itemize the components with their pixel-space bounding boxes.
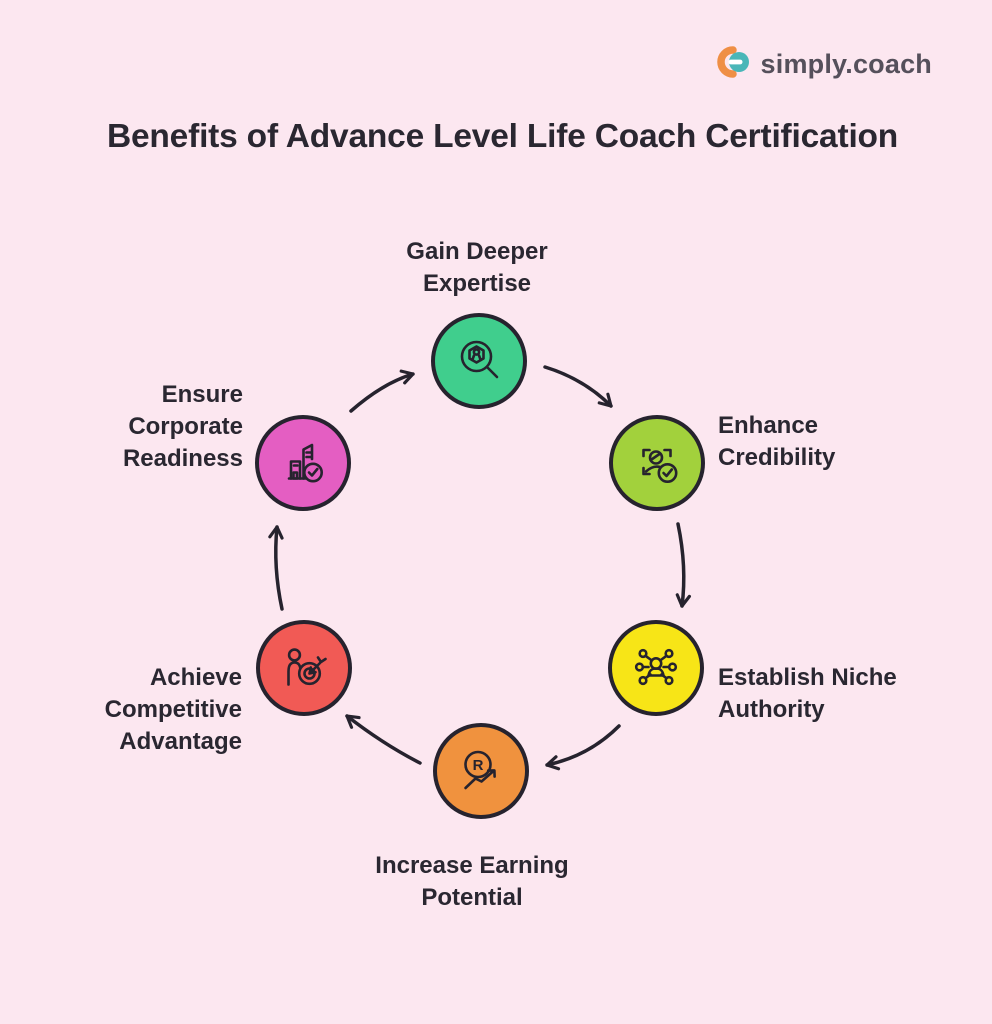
arrow-lower-left-to-upper-left xyxy=(268,525,284,611)
simply-coach-logo-icon xyxy=(712,42,752,87)
buildings-check-icon xyxy=(287,443,323,483)
arrow-upper-right-to-lower-right xyxy=(675,522,691,608)
node-gain-deeper-expertise xyxy=(431,313,527,409)
node-establish-niche-authority xyxy=(608,620,704,716)
person-target-icon xyxy=(287,648,327,686)
label-achieve-competitive-advantage: Achieve Competitive Advantage xyxy=(104,664,242,755)
brand-logo: simply.coach xyxy=(712,42,932,87)
brand-logo-text: simply.coach xyxy=(760,49,932,79)
verified-person-icon xyxy=(642,448,678,483)
arrow-top-to-upper-right xyxy=(543,365,613,408)
network-person-icon xyxy=(634,648,678,686)
label-ensure-corporate-readiness: Ensure Corporate Readiness xyxy=(122,381,243,472)
page-title: Benefits of Advance Level Life Coach Cer… xyxy=(107,118,899,155)
arrow-upper-left-to-top xyxy=(349,369,415,413)
arrow-bottom-to-lower-left xyxy=(345,714,422,765)
svg-text:R: R xyxy=(473,757,484,774)
node-increase-earning-potential: R xyxy=(433,723,529,819)
arrow-lower-right-to-bottom xyxy=(545,724,621,771)
label-establish-niche-authority: Establish Niche Authority xyxy=(718,664,897,723)
label-gain-deeper-expertise: Gain Deeper Expertise xyxy=(406,238,548,297)
label-increase-earning-potential: Increase Earning Potential xyxy=(375,852,569,911)
currency-growth-icon: R xyxy=(464,750,496,790)
node-ensure-corporate-readiness xyxy=(255,415,351,511)
node-enhance-credibility xyxy=(609,415,705,511)
magnifier-person-icon xyxy=(460,340,499,379)
label-enhance-credibility: Enhance Credibility xyxy=(718,412,836,471)
node-achieve-competitive-advantage xyxy=(256,620,352,716)
